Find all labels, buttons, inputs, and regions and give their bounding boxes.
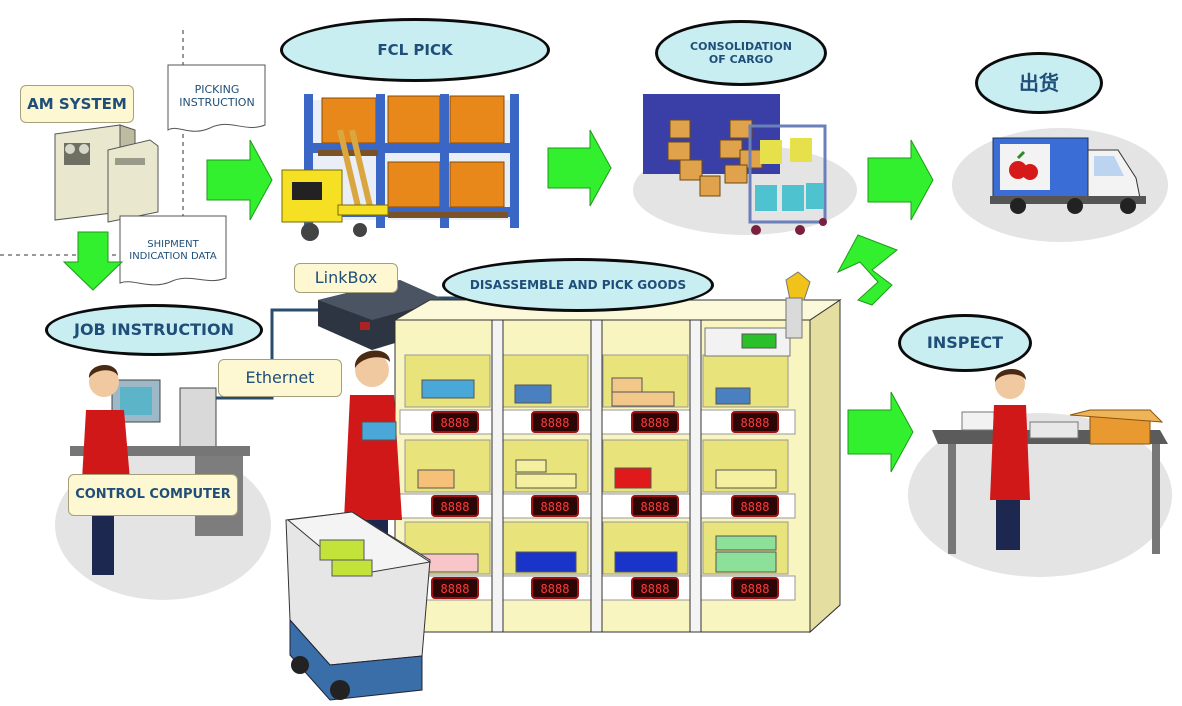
picking-cart-image <box>285 511 432 701</box>
linkbox-label: LinkBox <box>314 268 378 288</box>
disassemble-label: DISASSEMBLE AND PICK GOODS <box>469 277 687 292</box>
document-sheets <box>119 64 266 286</box>
disassemble-oval: DISASSEMBLE AND PICK GOODS <box>442 258 714 312</box>
ethernet-tag: Ethernet <box>218 359 342 397</box>
digit-display: 8888 <box>431 577 479 599</box>
picking-instruction-line1: PICKING <box>194 82 240 96</box>
digit-display-text: 8888 <box>541 500 570 514</box>
digit-display-text: 8888 <box>541 416 570 430</box>
arrow-to-shipment <box>867 139 934 221</box>
fcl-pick-oval: FCL PICK <box>280 18 550 82</box>
digit-display: 8888 <box>431 495 479 517</box>
digit-display: 8888 <box>731 495 779 517</box>
digit-display-text: 8888 <box>441 582 470 596</box>
cargo-consolidation-image <box>643 94 827 235</box>
arrow-to-job-instruction <box>62 231 124 291</box>
job-instruction-label: JOB INSTRUCTION <box>73 320 234 340</box>
digit-display-text: 8888 <box>441 416 470 430</box>
ethernet-label: Ethernet <box>245 368 315 388</box>
inspect-oval: INSPECT <box>898 314 1032 372</box>
control-computer-label: CONTROL COMPUTER <box>75 487 231 503</box>
picking-instruction-doc: PICKING INSTRUCTION <box>168 72 266 120</box>
digit-display-text: 8888 <box>741 582 770 596</box>
digit-display: 8888 <box>631 411 679 433</box>
digit-display-text: 8888 <box>641 416 670 430</box>
digit-display: 8888 <box>531 411 579 433</box>
digit-display-text: 8888 <box>641 500 670 514</box>
picking-instruction-line2: INSTRUCTION <box>179 96 255 109</box>
digit-display: 8888 <box>731 411 779 433</box>
shipment-indication-doc: SHIPMENT INDICATION DATA <box>120 228 226 274</box>
digit-display: 8888 <box>531 577 579 599</box>
digit-display-text: 8888 <box>541 582 570 596</box>
pick-to-light-shelf-image <box>393 271 842 634</box>
inspect-label: INSPECT <box>926 333 1004 353</box>
digit-display-text: 8888 <box>741 416 770 430</box>
digit-display: 8888 <box>531 495 579 517</box>
fcl-pick-label: FCL PICK <box>377 41 453 59</box>
arrow-to-fcl <box>206 139 273 221</box>
forklift-image <box>281 129 389 241</box>
consolidation-oval: CONSOLIDATION OF CARGO <box>655 20 827 86</box>
shipment-oval: 出货 <box>975 52 1103 114</box>
job-instruction-oval: JOB INSTRUCTION <box>45 304 263 356</box>
am-system-label: AM SYSTEM <box>27 95 127 113</box>
digit-display-text: 8888 <box>441 500 470 514</box>
consolidation-label-line2: OF CARGO <box>708 53 774 66</box>
arrow-inspect-to-consolidation <box>836 234 898 306</box>
digit-display-text: 8888 <box>741 500 770 514</box>
server-cabinets-image <box>54 124 159 223</box>
pallet-rack-image <box>281 94 519 241</box>
digit-display: 8888 <box>631 495 679 517</box>
am-system-tag: AM SYSTEM <box>20 85 134 123</box>
digit-display: 8888 <box>631 577 679 599</box>
digit-display: 8888 <box>431 411 479 433</box>
arrow-to-inspect <box>847 391 914 473</box>
shipment-indication-line1: SHIPMENT <box>147 239 199 250</box>
linkbox-tag: LinkBox <box>294 263 398 293</box>
delivery-truck-image <box>990 137 1146 214</box>
control-computer-tag: CONTROL COMPUTER <box>68 474 238 516</box>
arrow-to-consolidation <box>547 129 612 207</box>
digit-display-text: 8888 <box>641 582 670 596</box>
consolidation-label-line1: CONSOLIDATION <box>690 39 792 53</box>
flow-arrows <box>62 129 934 473</box>
shipment-indication-line2: INDICATION DATA <box>129 251 217 262</box>
shipment-label: 出货 <box>1019 71 1059 95</box>
inspect-station-image <box>932 368 1168 554</box>
digit-displays: 8888 8888 8888 8888 8888 8888 8888 8888 8888 8888… <box>431 411 779 599</box>
digit-display: 8888 <box>731 577 779 599</box>
